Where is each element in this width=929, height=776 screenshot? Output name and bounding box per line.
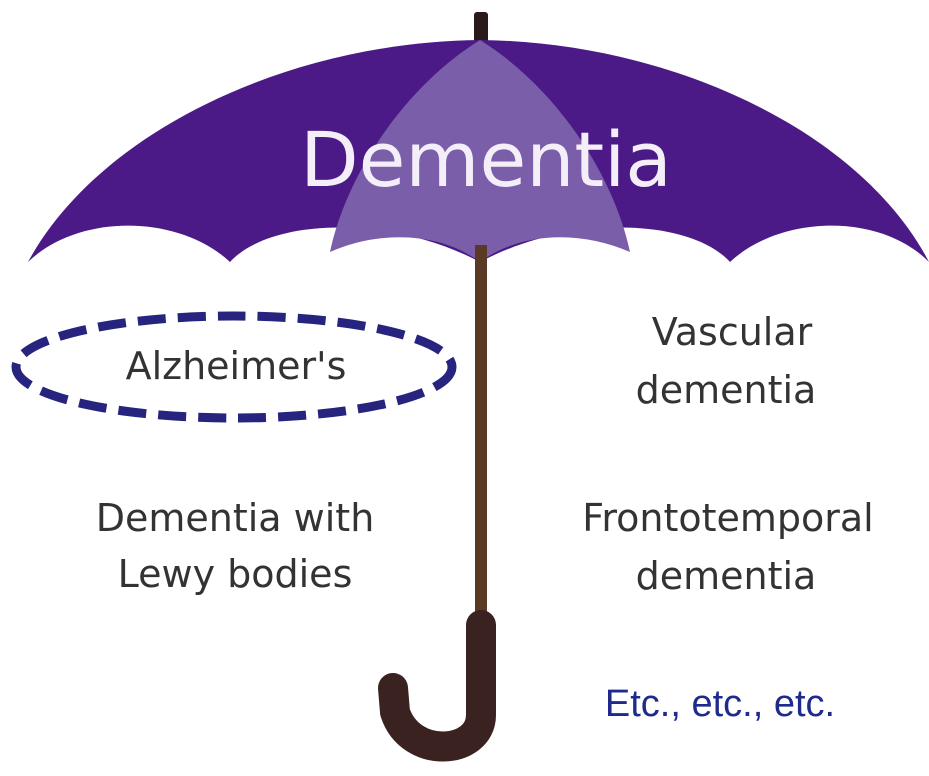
type-alzheimers: Alzheimer's: [126, 344, 347, 388]
umbrella-handle: [393, 625, 481, 747]
type-lewy-line2: Lewy bodies: [118, 552, 353, 596]
etc-label: Etc., etc., etc.: [605, 683, 835, 725]
type-vascular-line2: dementia: [636, 368, 817, 412]
type-frontotemporal-line2: dementia: [636, 554, 817, 598]
type-lewy-line1: Dementia with: [96, 496, 375, 540]
type-frontotemporal-line1: Frontotemporal: [582, 496, 874, 540]
type-vascular-line1: Vascular: [652, 310, 813, 354]
umbrella-title: Dementia: [300, 115, 672, 204]
umbrella-shaft: [475, 245, 487, 620]
